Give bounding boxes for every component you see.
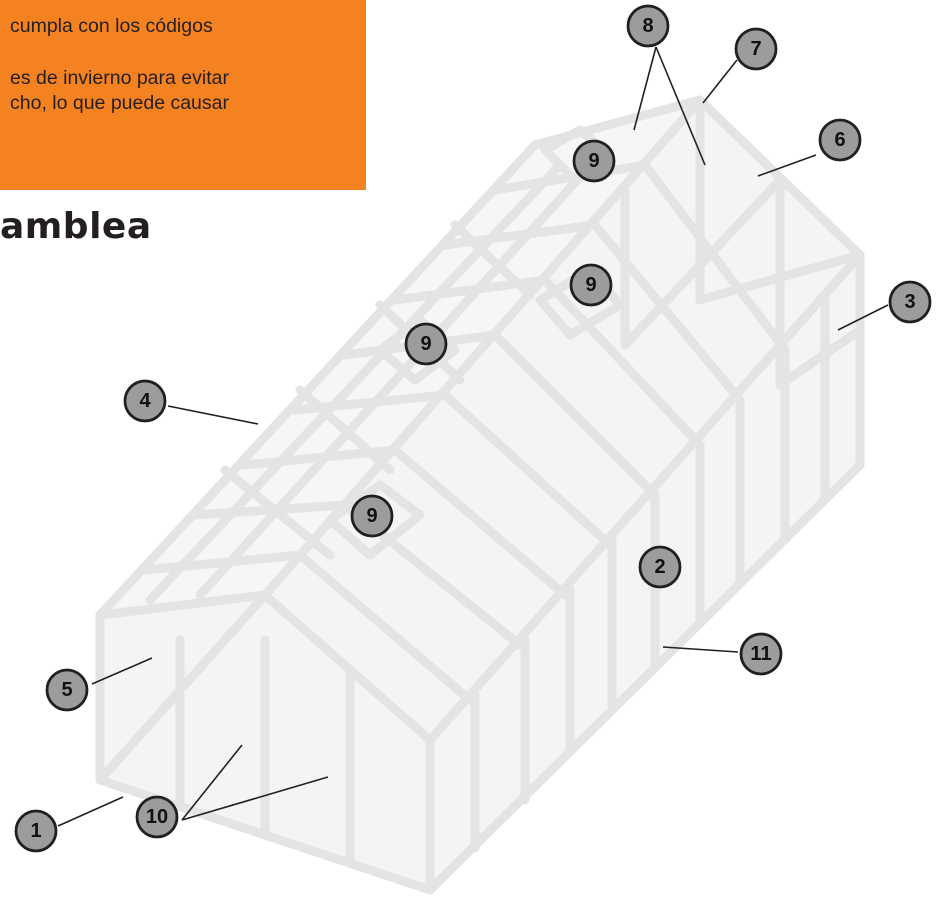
callout-6: 6 bbox=[818, 118, 862, 162]
callout-2: 2 bbox=[638, 545, 682, 589]
greenhouse-frame bbox=[95, 95, 865, 895]
notice-line-3: cho, lo que puede causar bbox=[10, 92, 229, 114]
callout-7: 7 bbox=[734, 27, 778, 71]
callout-11-label: 11 bbox=[750, 643, 771, 665]
callout-9-c-label: 9 bbox=[420, 333, 431, 355]
callout-9-b: 9 bbox=[569, 263, 613, 307]
notice-line-2: es de invierno para evitar bbox=[10, 67, 229, 89]
safety-notice-box: cumpla con los códigos es de invierno pa… bbox=[0, 0, 366, 190]
callout-10: 10 bbox=[135, 795, 179, 839]
callout-9-d: 9 bbox=[350, 494, 394, 538]
callout-1: 1 bbox=[14, 809, 58, 853]
callout-9-b-label: 9 bbox=[585, 274, 596, 296]
callout-9-a-label: 9 bbox=[588, 150, 599, 172]
callout-11: 11 bbox=[739, 632, 783, 676]
notice-line-1: cumpla con los códigos bbox=[10, 15, 213, 37]
callout-9-c: 9 bbox=[404, 322, 448, 366]
callout-10-label: 10 bbox=[146, 806, 168, 828]
assembly-heading: amblea bbox=[0, 206, 152, 247]
callout-5-label: 5 bbox=[61, 679, 72, 701]
callout-1-label: 1 bbox=[30, 820, 41, 842]
callout-3-label: 3 bbox=[904, 291, 915, 313]
callout-7-label: 7 bbox=[750, 38, 761, 60]
callout-4-label: 4 bbox=[139, 390, 151, 412]
callout-6-label: 6 bbox=[834, 129, 845, 151]
callout-9-d-label: 9 bbox=[366, 505, 377, 527]
callout-8-label: 8 bbox=[642, 15, 653, 37]
callout-3: 3 bbox=[888, 280, 932, 324]
leader-lines bbox=[57, 46, 889, 827]
callout-9-a: 9 bbox=[572, 139, 616, 183]
callout-2-label: 2 bbox=[654, 556, 665, 578]
callout-8: 8 bbox=[626, 4, 670, 48]
callout-4: 4 bbox=[123, 379, 167, 423]
callout-5: 5 bbox=[45, 668, 89, 712]
